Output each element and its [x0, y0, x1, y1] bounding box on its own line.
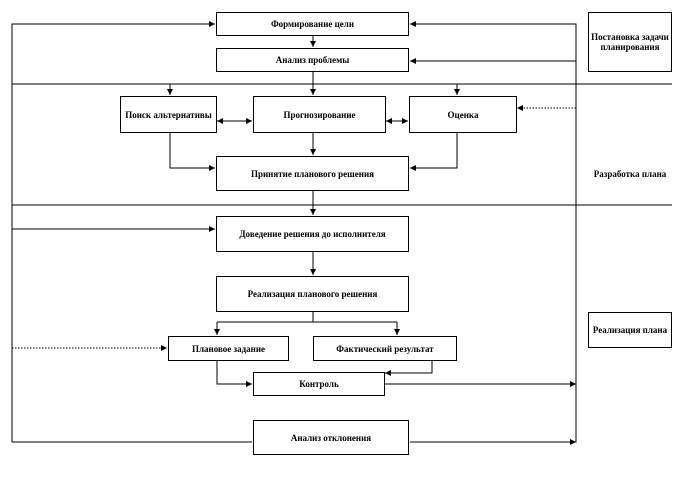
- box-goal-formation: Формирование цели: [216, 12, 409, 36]
- arrow-plan-task-to-control: [216, 361, 252, 387]
- arrow-evaluation-to-decision: [410, 133, 458, 171]
- box-plan-implementation: Реализация планового решения: [216, 276, 409, 312]
- box-control: Контроль: [253, 372, 385, 396]
- box-delivery-to-executor: Доведение решения до исполнителя: [216, 216, 409, 252]
- box-deviation-analysis: Анализ отклонения: [253, 420, 409, 455]
- stage-label-development: Разработка плана: [593, 169, 667, 179]
- box-evaluation: Оценка: [409, 96, 517, 133]
- arrow-actual-result-to-control: [385, 361, 433, 376]
- stage-label-realization: Реализация плана: [588, 312, 672, 348]
- arrow-alternatives-to-decision: [169, 133, 215, 171]
- stage-label-setting: Постановка задачи планирования: [588, 12, 672, 72]
- right-loop-line: [410, 23, 577, 443]
- left-loop-line: [11, 21, 252, 443]
- box-plan-task: Плановое задание: [168, 336, 289, 361]
- box-actual-result: Фактический результат: [313, 336, 457, 361]
- box-forecasting: Прогнозирование: [253, 96, 386, 133]
- box-problem-analysis: Анализ проблемы: [216, 48, 409, 72]
- box-plan-decision: Принятие планового решения: [216, 156, 409, 191]
- box-search-alternatives: Поиск альтернативы: [120, 96, 217, 133]
